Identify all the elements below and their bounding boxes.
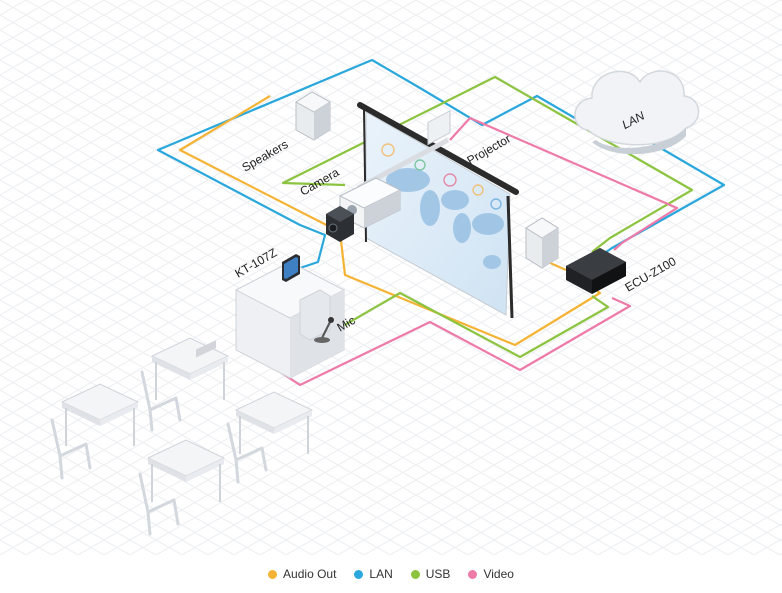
legend-item-lan: LAN [354, 567, 393, 581]
ecu-device-icon [566, 248, 626, 294]
mic-icon [314, 317, 334, 343]
legend-label-usb: USB [425, 567, 451, 581]
camera-icon [326, 206, 354, 242]
lan-cable [156, 58, 593, 270]
legend-item-audio: Audio Out [268, 567, 336, 581]
teacher-desk [234, 261, 346, 379]
chairs [50, 370, 268, 536]
lan-cable-ecu [601, 135, 726, 256]
speaker-right-icon [525, 217, 559, 269]
lan-cloud-icon [574, 70, 700, 155]
projector-icon [338, 109, 451, 229]
kt-touch-panel-icon [282, 254, 300, 282]
lan-dot-icon [354, 569, 364, 579]
legend: Audio Out LAN USB Video [0, 563, 782, 585]
audio-cable-speaker [547, 260, 567, 272]
video-dot-icon [468, 569, 478, 579]
legend-label-video: Video [483, 567, 514, 581]
student-desk-1 [150, 337, 230, 400]
usb-cable-mic [335, 291, 610, 359]
speaker-left-icon [295, 91, 331, 141]
student-desk-4 [146, 439, 226, 502]
legend-label-lan: LAN [369, 567, 393, 581]
legend-item-usb: USB [410, 567, 451, 581]
video-cable [449, 116, 679, 251]
student-desk-3 [234, 391, 314, 454]
map-markers [381, 143, 502, 210]
world-map-graphic [386, 168, 504, 269]
student-desk-2 [60, 383, 140, 446]
legend-item-video: Video [468, 567, 514, 581]
audio-cable [178, 95, 602, 347]
legend-label-audio: Audio Out [283, 567, 337, 581]
usb-dot-icon [410, 569, 420, 579]
audio-dot-icon [268, 569, 278, 579]
